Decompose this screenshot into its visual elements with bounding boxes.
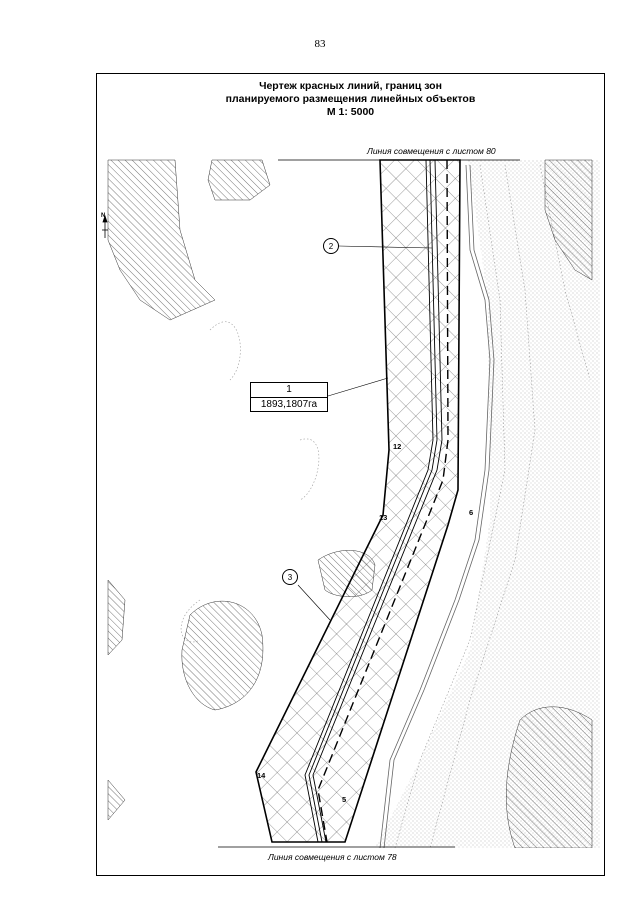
- match-line-top-label: Линия совмещения с листом 80: [367, 146, 496, 156]
- leader-lines: [297, 245, 433, 621]
- callout-2: 2: [323, 238, 339, 254]
- callout-3: 3: [282, 569, 298, 585]
- point-label-6: 6: [469, 508, 474, 517]
- terrain-dotted-area: [375, 160, 600, 848]
- planned-zone: [255, 159, 461, 843]
- title-line-3: М 1: 5000: [326, 106, 375, 118]
- title-line-1: Чертеж красных линий, границ зон: [259, 80, 442, 92]
- point-label-12: 12: [393, 442, 402, 451]
- area-label-box: 1 1893,1807га: [250, 382, 328, 412]
- point-label-5: 5: [342, 795, 347, 804]
- dashed-boundary: [317, 159, 449, 843]
- area-value: 1893,1807га: [260, 399, 318, 410]
- point-label-13: 13: [379, 513, 388, 522]
- north-label: N: [101, 213, 106, 219]
- point-label-14: 14: [257, 771, 266, 780]
- area-number: 1: [251, 383, 327, 398]
- page-number: 83: [314, 38, 326, 50]
- road-lines: [379, 164, 495, 848]
- pipeline-lines: [304, 159, 443, 843]
- match-line-bottom-label: Линия совмещения с листом 78: [268, 852, 397, 862]
- map-canvas: [102, 159, 600, 848]
- title-line-2: планируемого размещения линейных объекто…: [225, 93, 476, 105]
- north-arrow: [102, 214, 108, 238]
- drawing-title: Чертеж красных линий, границ зон планиру…: [96, 80, 605, 119]
